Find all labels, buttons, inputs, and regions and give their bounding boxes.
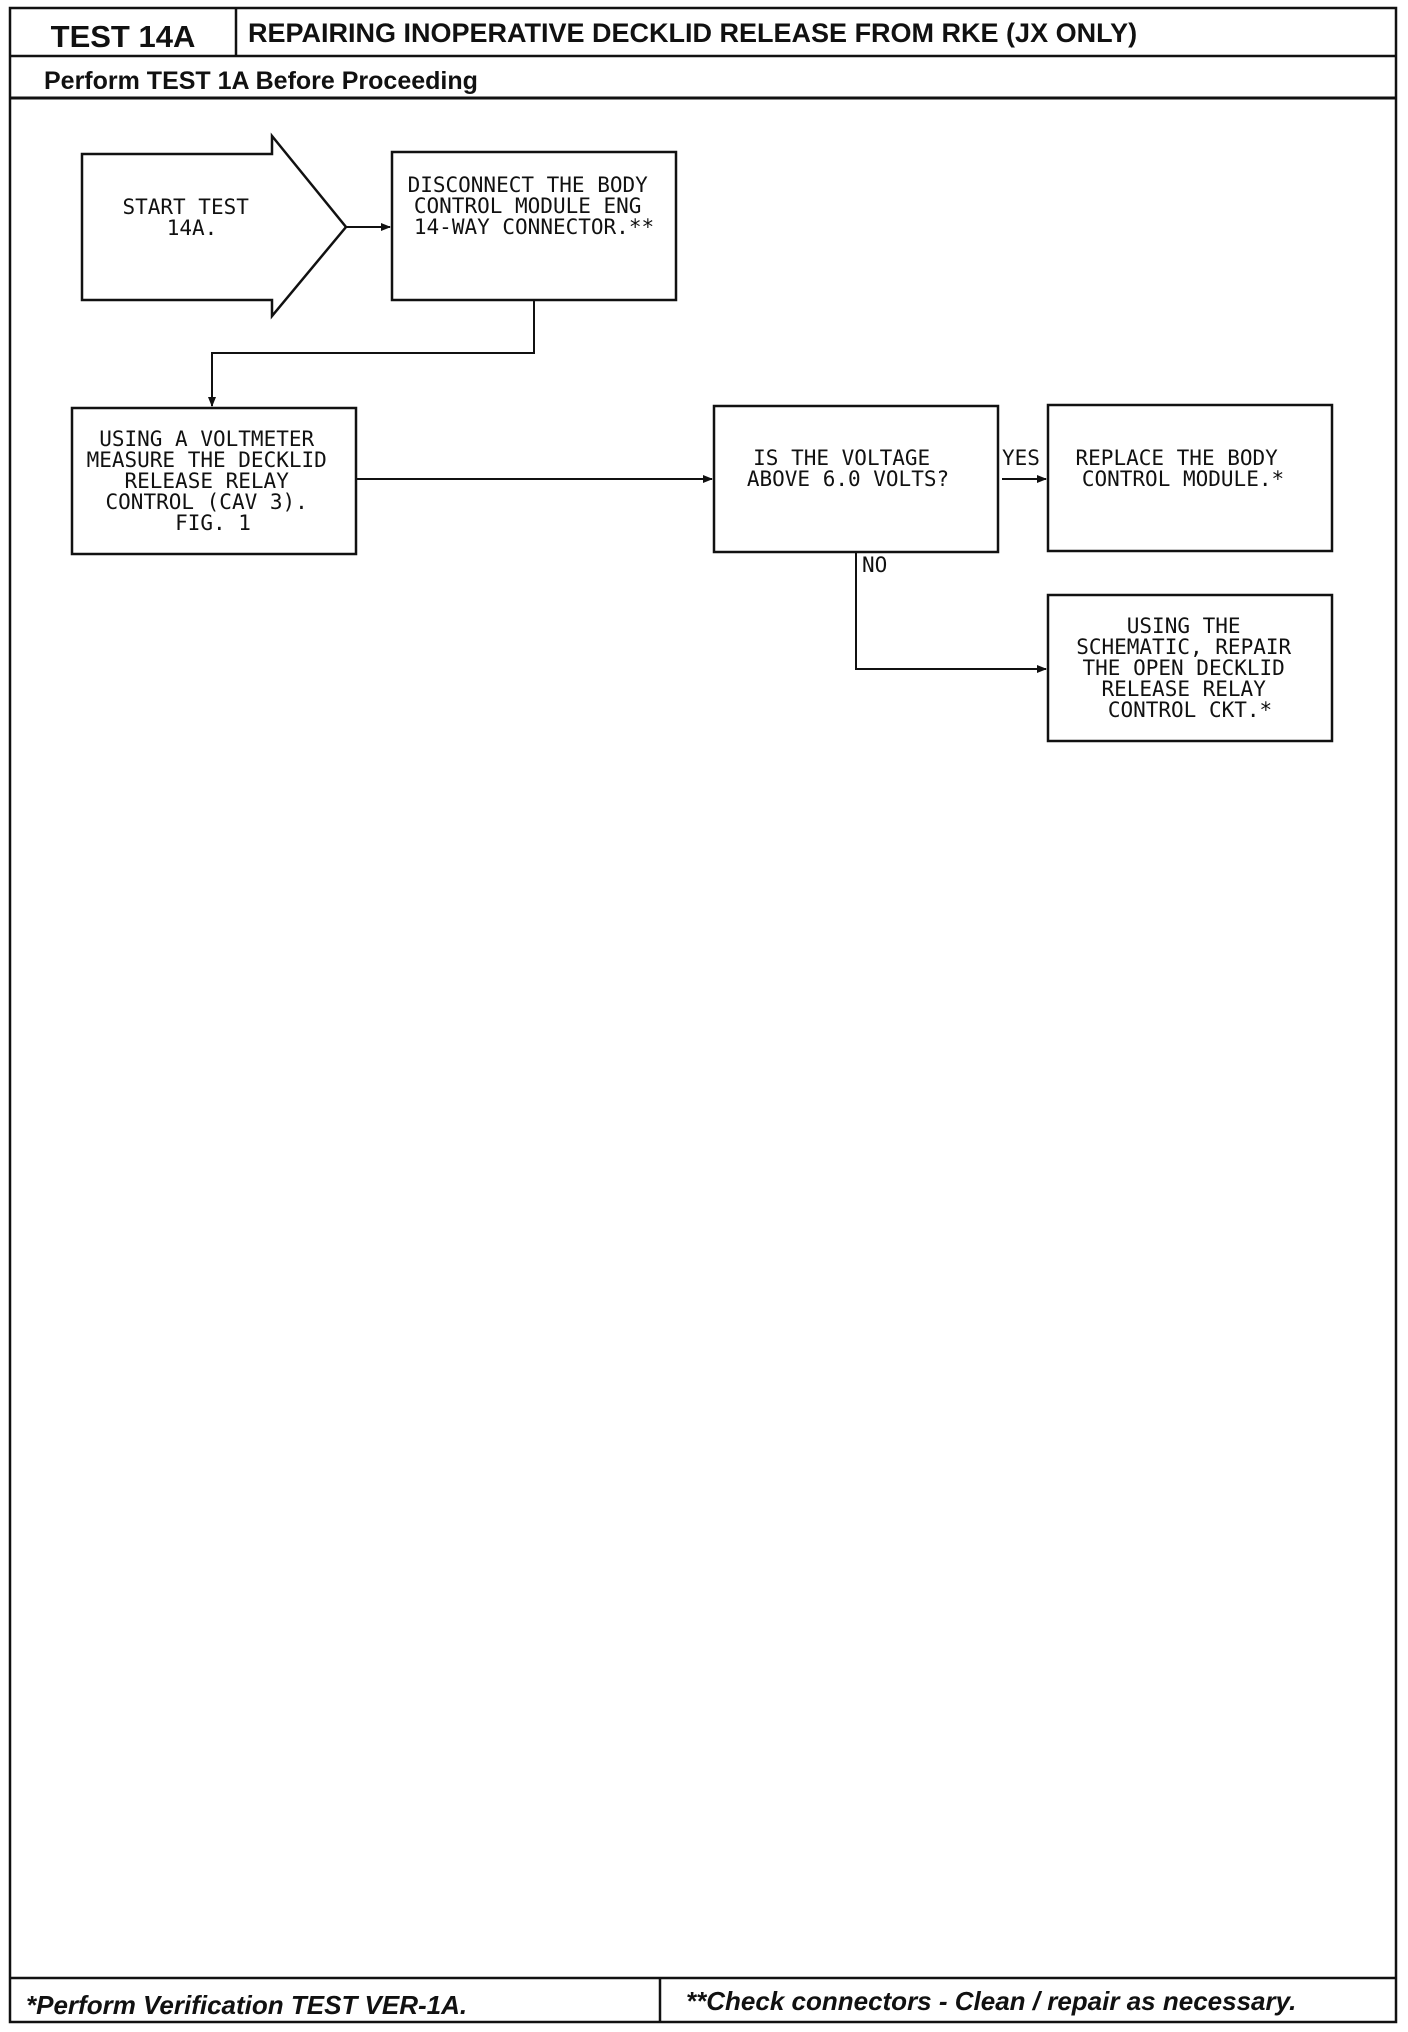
footer-verification-note: *Perform Verification TEST VER-1A. xyxy=(26,1990,467,2020)
replace-step-text: REPLACE THE BODY CONTROL MODULE.* xyxy=(1076,446,1291,491)
header: TEST 14A REPAIRING INOPERATIVE DECKLID R… xyxy=(10,8,1396,100)
test-title: REPAIRING INOPERATIVE DECKLID RELEASE FR… xyxy=(248,18,1137,48)
flowchart: START TEST 14A. DISCONNECT THE BODY CONT… xyxy=(70,132,1334,743)
flow-arrow-disconnect-to-measure xyxy=(208,300,535,407)
prerequisite-note: Perform TEST 1A Before Proceeding xyxy=(44,67,478,95)
start-step-text: START TEST 14A. xyxy=(122,195,261,240)
yes-label: YES xyxy=(1002,446,1040,470)
measure-step-text: USING A VOLTMETER MEASURE THE DECKLID RE… xyxy=(87,427,340,535)
repair-box xyxy=(1046,593,1334,743)
disconnect-step: DISCONNECT THE BODY CONTROL MODULE ENG 1… xyxy=(390,150,678,302)
repair-step-text: USING THE SCHEMATIC, REPAIR THE OPEN DEC… xyxy=(1076,614,1304,722)
page-border xyxy=(8,6,1398,2024)
disconnect-step-text: DISCONNECT THE BODY CONTROL MODULE ENG 1… xyxy=(408,173,661,239)
footer: *Perform Verification TEST VER-1A. **Che… xyxy=(10,1976,1396,2022)
repair-circuit-step: USING THE SCHEMATIC, REPAIR THE OPEN DEC… xyxy=(1046,593,1334,743)
no-label: NO xyxy=(862,553,887,577)
start-arrow-shape xyxy=(80,132,348,320)
measure-box xyxy=(70,406,358,556)
measure-step: USING A VOLTMETER MEASURE THE DECKLID RE… xyxy=(70,406,358,556)
test-id: TEST 14A xyxy=(51,19,196,54)
start-step: START TEST 14A. xyxy=(80,132,348,320)
question-step-text: IS THE VOLTAGE ABOVE 6.0 VOLTS? xyxy=(747,446,949,491)
footer-connector-note: **Check connectors - Clean / repair as n… xyxy=(686,1986,1296,2016)
flow-arrow-no xyxy=(855,552,1047,673)
replace-module-step: REPLACE THE BODY CONTROL MODULE.* xyxy=(1046,403,1334,553)
voltage-question-step: IS THE VOLTAGE ABOVE 6.0 VOLTS? xyxy=(712,404,1000,554)
replace-box xyxy=(1046,403,1334,553)
